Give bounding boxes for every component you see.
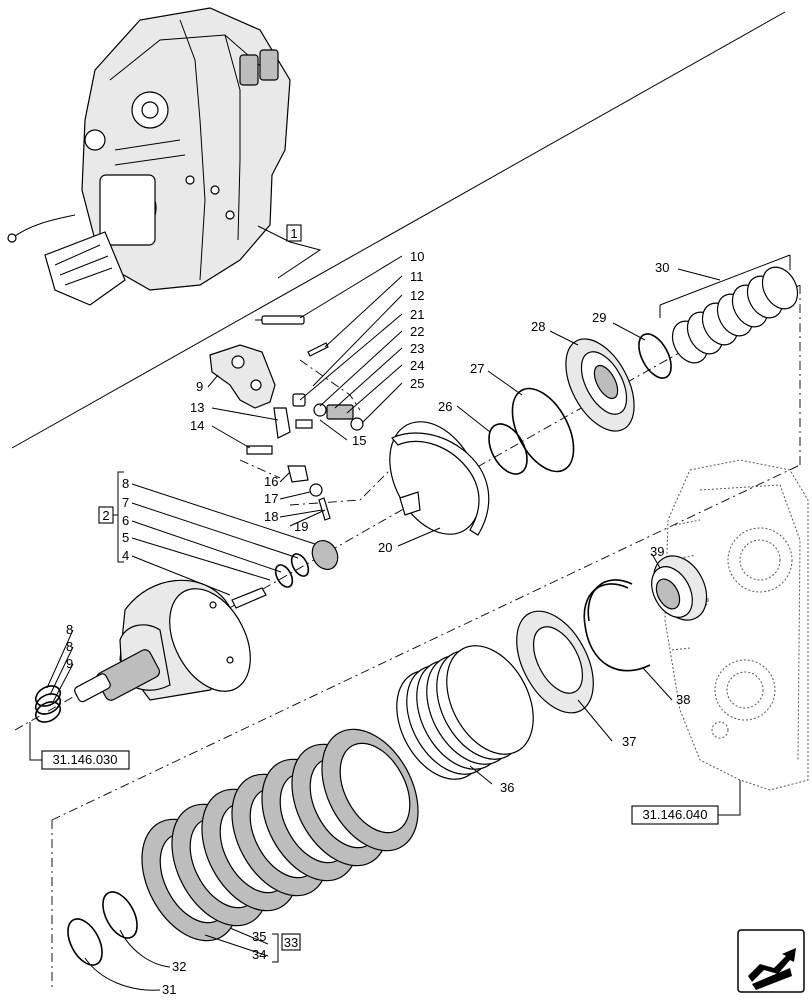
spring-coils (671, 266, 799, 364)
callout-1-group: 1 (257, 224, 322, 279)
ref-box-31-146-040 (631, 805, 719, 825)
brake-band-part-20 (389, 421, 490, 547)
callout-3: 4 (122, 548, 129, 563)
ref-31-146-030-group: 31.146.030 (29, 722, 130, 770)
rings-part-31-32 (67, 891, 171, 991)
steel-disc-pack-part-36 (396, 645, 534, 785)
section-divider-line (11, 11, 786, 449)
callout-39: 39 (650, 544, 664, 559)
callout-5: 6 (122, 513, 129, 528)
callout-label-1: 1 (290, 226, 297, 241)
callout-31: 31 (162, 982, 176, 997)
callout-11: 11 (410, 269, 424, 284)
ref-label-31-146-040: 31.146.040 (642, 807, 707, 822)
callout-38: 38 (676, 692, 690, 707)
clutch-hub-part-39 (651, 553, 708, 621)
callout-4: 5 (122, 530, 129, 545)
callout-22: 22 (410, 324, 424, 339)
callout-36: 36 (500, 780, 514, 795)
callout-18: 18 (264, 509, 278, 524)
callout-32: 32 (172, 959, 186, 974)
washer-part-29 (612, 322, 672, 379)
callout-numbers: 10 11 12 21 22 23 24 25 9 13 14 15 16 17… (66, 249, 690, 997)
callout-12: 12 (410, 288, 424, 303)
callout-box-33 (281, 933, 301, 951)
callout-13: 13 (190, 400, 204, 415)
clutch-drum-part-3 (74, 579, 251, 703)
callout-27: 27 (470, 361, 484, 376)
callout-28: 28 (531, 319, 545, 334)
callout-21: 21 (410, 307, 424, 322)
snap-rings-part-8 (34, 629, 74, 723)
callout-box-1 (286, 224, 302, 242)
callout-14: 14 (190, 418, 204, 433)
leader-lines-upper (207, 255, 403, 527)
callout-8-b: 8 (66, 639, 73, 654)
callout-label-33: 33 (284, 935, 298, 950)
callout-8-a: 8 (66, 622, 73, 637)
callout-23: 23 (410, 341, 424, 356)
callout-9: 9 (196, 379, 203, 394)
ref-box-31-146-030 (41, 750, 130, 770)
callout-16: 16 (264, 474, 278, 489)
callout-17: 17 (264, 491, 278, 506)
piston-part-28 (549, 330, 635, 432)
group-2-components: 2 (98, 471, 339, 609)
friction-disc-pack-part-34-35: 33 (141, 728, 419, 963)
callout-19: 19 (294, 519, 308, 534)
ref-label-31-146-030: 31.146.030 (52, 752, 117, 767)
transmission-housing-illustration (7, 7, 291, 306)
callout-34: 34 (252, 947, 266, 962)
callout-8-c: 9 (66, 656, 73, 671)
seal-rings-26-27 (456, 370, 575, 475)
callout-label-2: 2 (102, 508, 109, 523)
callout-25: 25 (410, 376, 424, 391)
callout-37: 37 (622, 734, 636, 749)
pressure-plate-part-37 (516, 610, 613, 742)
next-page-arrow-icon[interactable] (737, 929, 805, 993)
callout-29: 29 (592, 310, 606, 325)
actuator-bracket-part-9 (209, 315, 364, 521)
callout-30: 30 (655, 260, 669, 275)
spring-pack-part-30 (659, 254, 799, 364)
callout-24: 24 (410, 358, 424, 373)
callout-35: 35 (252, 929, 266, 944)
callout-15: 15 (352, 433, 366, 448)
callout-10: 10 (410, 249, 424, 264)
rear-housing-outline (664, 459, 809, 791)
callout-26: 26 (438, 399, 452, 414)
callout-7: 8 (122, 476, 129, 491)
ref-31-146-040-group: 31.146.040 (631, 780, 741, 825)
callout-6: 7 (122, 495, 129, 510)
snap-ring-part-38 (583, 579, 673, 701)
callout-20: 20 (378, 540, 392, 555)
